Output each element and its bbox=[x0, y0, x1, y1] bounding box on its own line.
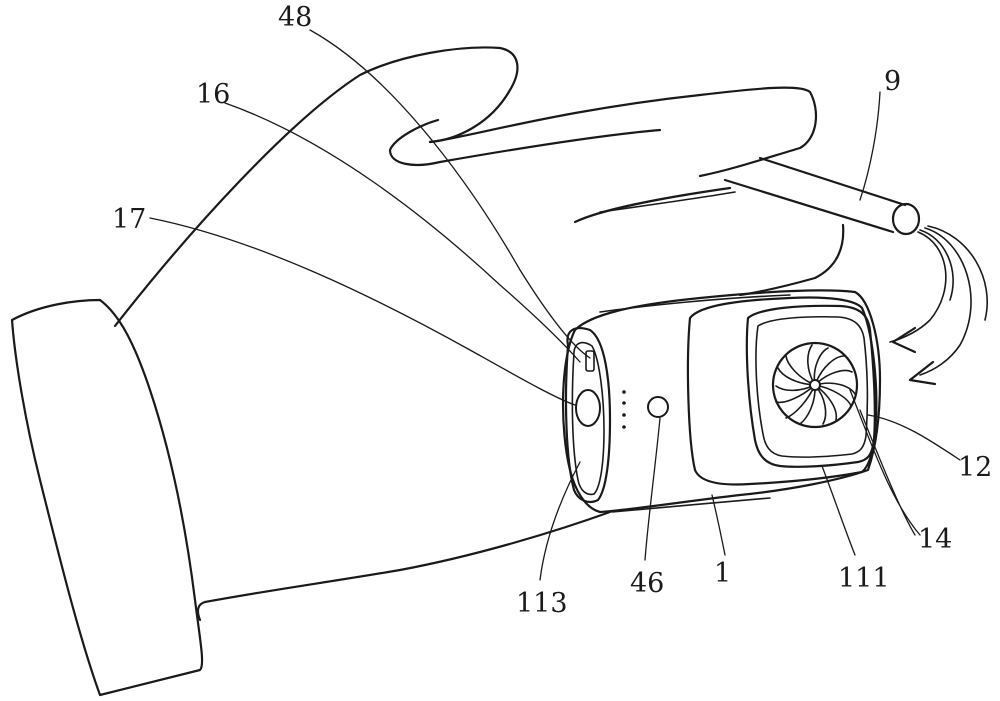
label-14: 14 bbox=[918, 524, 952, 555]
label-12: 12 bbox=[958, 452, 992, 483]
label-113: 113 bbox=[516, 588, 568, 619]
device-body bbox=[561, 289, 882, 514]
leader-lines bbox=[149, 29, 961, 581]
label-46: 46 bbox=[630, 568, 664, 599]
hand bbox=[10, 46, 845, 697]
label-17: 17 bbox=[112, 204, 146, 235]
label-111: 111 bbox=[838, 563, 890, 594]
label-1: 1 bbox=[714, 558, 731, 589]
label-9: 9 bbox=[884, 66, 901, 97]
reference-numerals: 48 16 17 9 12 14 111 1 46 113 bbox=[112, 2, 992, 619]
label-48: 48 bbox=[278, 2, 312, 33]
stick bbox=[723, 156, 988, 386]
label-16: 16 bbox=[196, 79, 230, 110]
